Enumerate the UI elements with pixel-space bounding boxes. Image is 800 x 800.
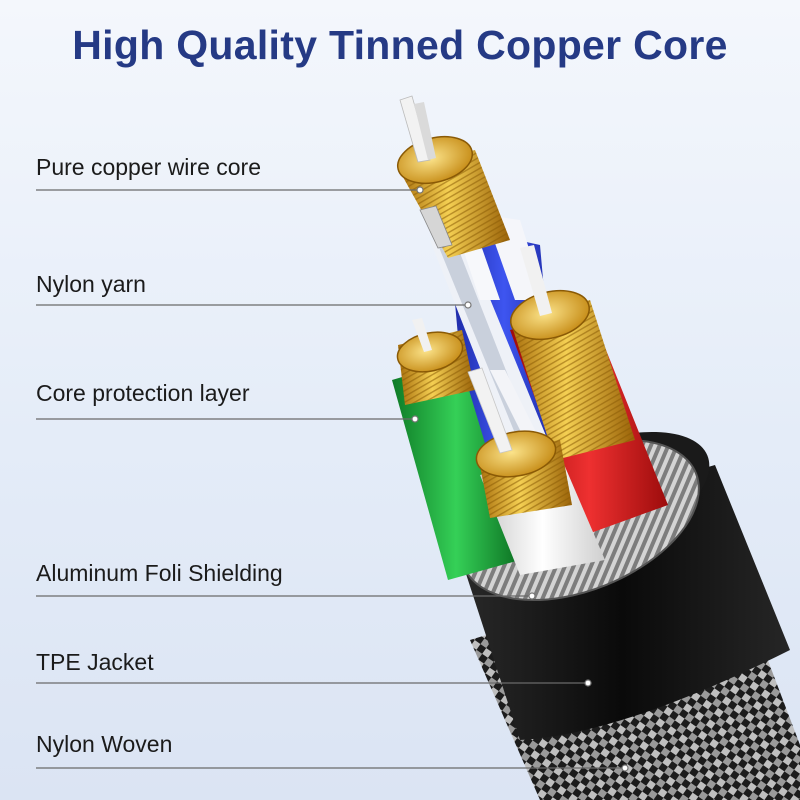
pure-copper-wire-core-top <box>396 95 510 258</box>
green-core <box>392 318 520 580</box>
silver-strand <box>419 205 453 249</box>
white-core <box>467 367 605 575</box>
red-core <box>510 245 668 535</box>
label-core-protection-layer: Core protection layer <box>36 380 250 406</box>
leader-lines <box>36 186 629 772</box>
page-title: High Quality Tinned Copper Core <box>72 22 728 68</box>
label-nylon-woven: Nylon Woven <box>36 731 173 757</box>
label-nylon-yarn: Nylon yarn <box>36 271 146 297</box>
label-aluminum-foil-shielding: Aluminum Foli Shielding <box>36 560 283 586</box>
label-tpe-jacket: TPE Jacket <box>36 649 154 675</box>
label-pure-copper-wire-core: Pure copper wire core <box>36 154 261 180</box>
